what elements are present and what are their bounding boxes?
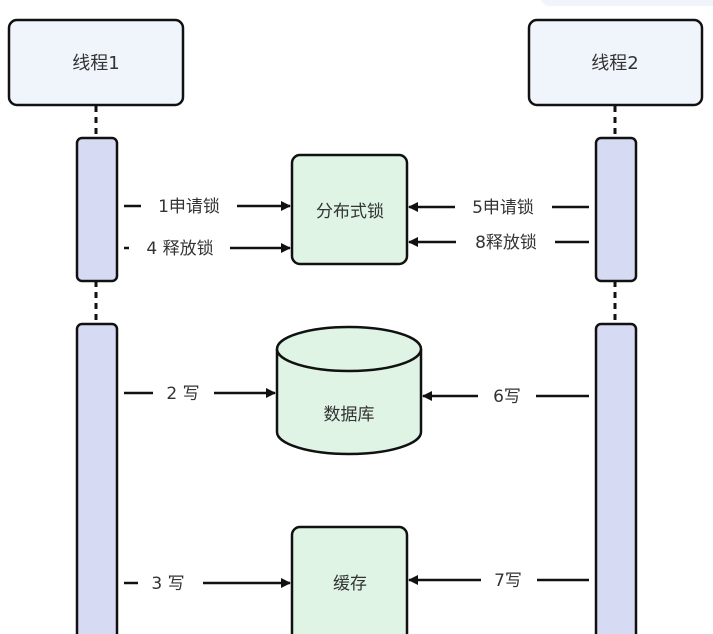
activation-thread2-write [594, 322, 638, 634]
resource-database-label: 数据库 [324, 405, 375, 425]
message-1-label: 1申请锁 [158, 197, 220, 217]
participant-thread1-label: 线程1 [72, 53, 119, 74]
message-7: 7写 [408, 571, 589, 591]
message-4: 4 释放锁 [124, 239, 291, 259]
activation-thread2-lock [594, 136, 638, 283]
resource-cache-label: 缓存 [333, 574, 367, 594]
message-6: 6写 [422, 387, 589, 407]
message-5: 5申请锁 [408, 198, 589, 218]
participant-thread2[interactable]: 线程2 [527, 18, 704, 107]
message-3-label: 3 写 [151, 574, 184, 594]
participant-thread1[interactable]: 线程1 [7, 18, 185, 107]
corner-decoration [540, 0, 713, 6]
message-6-label: 6写 [493, 387, 521, 407]
resource-database[interactable]: 数据库 [275, 325, 423, 456]
resource-cache[interactable]: 缓存 [290, 525, 409, 634]
activation-thread1-write [75, 322, 119, 634]
message-5-label: 5申请锁 [472, 198, 534, 218]
message-2: 2 写 [124, 384, 276, 404]
resource-distributed-lock[interactable]: 分布式锁 [290, 153, 409, 266]
resource-distributed-lock-label: 分布式锁 [316, 202, 384, 222]
message-1: 1申请锁 [124, 197, 291, 217]
participant-thread2-label: 线程2 [591, 53, 638, 74]
message-2-label: 2 写 [166, 384, 199, 404]
message-3: 3 写 [124, 574, 291, 594]
message-7-label: 7写 [494, 571, 522, 591]
activation-thread1-lock [75, 136, 119, 283]
message-8-label: 8释放锁 [475, 233, 537, 253]
message-4-label: 4 释放锁 [146, 239, 213, 259]
message-8: 8释放锁 [408, 233, 589, 253]
